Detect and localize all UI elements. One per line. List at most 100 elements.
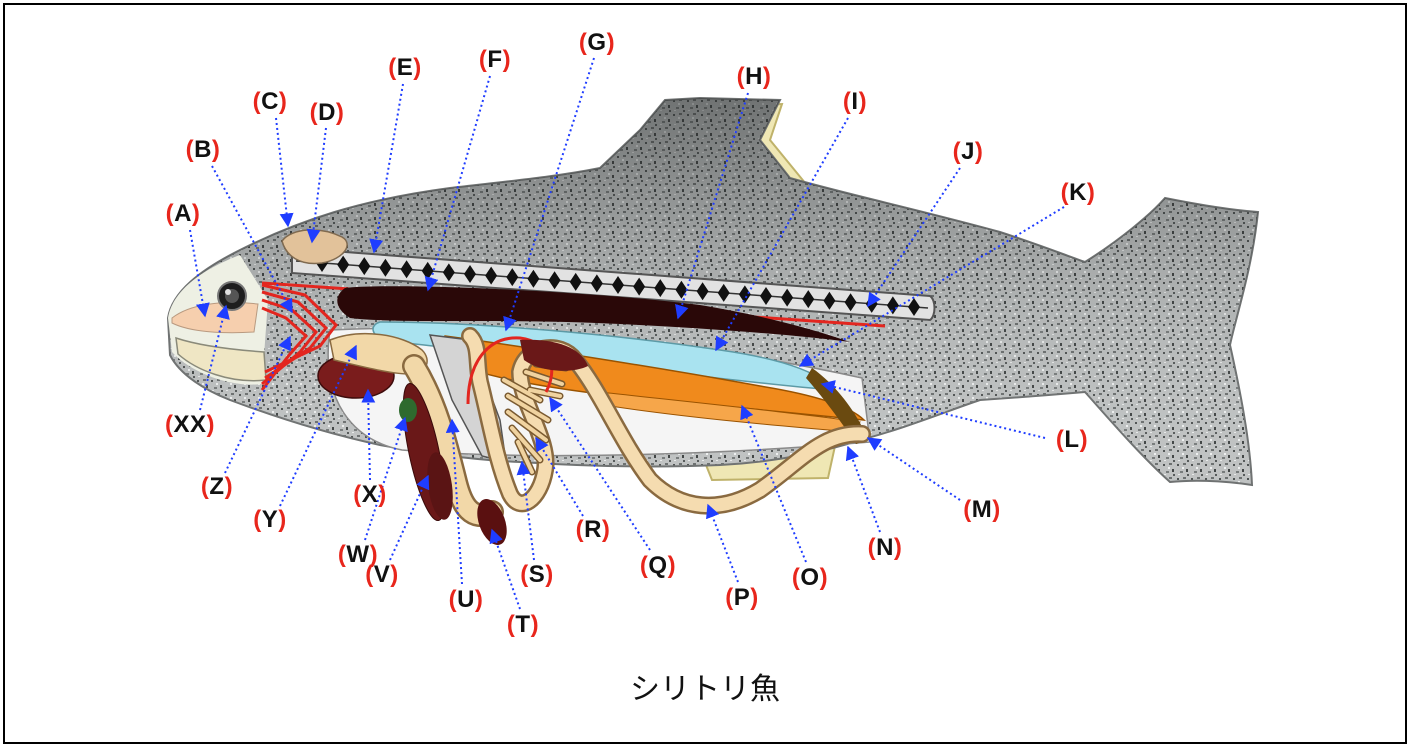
label-paren: ) xyxy=(975,138,984,165)
label-paren: ) xyxy=(607,29,616,56)
label-E: (E) xyxy=(388,54,422,82)
label-paren: ( xyxy=(507,611,516,638)
label-letter: I xyxy=(851,88,858,115)
label-paren: ( xyxy=(520,561,529,588)
label-paren: ) xyxy=(475,586,484,613)
label-letter: Z xyxy=(209,473,224,500)
label-S: (S) xyxy=(520,561,554,589)
label-paren: ( xyxy=(868,534,877,561)
arrow-N xyxy=(848,447,880,532)
label-paren: ( xyxy=(725,584,734,611)
label-paren: ) xyxy=(531,611,540,638)
label-paren: ( xyxy=(1056,426,1065,453)
label-paren: ( xyxy=(201,473,210,500)
label-letter: N xyxy=(876,534,894,561)
label-paren: ) xyxy=(1087,179,1096,206)
label-G: (G) xyxy=(579,29,615,57)
label-paren: ) xyxy=(192,200,201,227)
label-paren: ) xyxy=(668,552,677,579)
label-F: (F) xyxy=(479,46,511,74)
label-paren: ) xyxy=(378,481,387,508)
label-letter: O xyxy=(800,564,819,591)
label-H: (H) xyxy=(737,63,772,91)
label-L: (L) xyxy=(1056,426,1088,454)
label-U: (U) xyxy=(449,586,484,614)
label-paren: ( xyxy=(640,552,649,579)
label-paren: ) xyxy=(336,99,345,126)
label-X: (X) xyxy=(353,481,387,509)
label-letter: W xyxy=(346,541,369,568)
label-letter: C xyxy=(261,88,279,115)
label-paren: ( xyxy=(843,88,852,115)
label-letter: T xyxy=(515,611,530,638)
label-N: (N) xyxy=(868,534,903,562)
label-K: (K) xyxy=(1061,179,1096,207)
label-Q: (Q) xyxy=(640,552,676,580)
label-paren: ) xyxy=(212,136,221,163)
label-paren: ) xyxy=(278,506,287,533)
label-I: (I) xyxy=(843,88,867,116)
arrow-M xyxy=(868,438,960,500)
label-paren: ( xyxy=(353,481,362,508)
label-paren: ( xyxy=(253,88,262,115)
label-letter: L xyxy=(1064,426,1079,453)
label-Z: (Z) xyxy=(201,473,233,501)
label-letter: B xyxy=(194,136,212,163)
label-paren: ) xyxy=(225,473,234,500)
label-paren: ( xyxy=(963,496,972,523)
label-XX: (XX) xyxy=(165,411,215,439)
label-paren: ) xyxy=(1080,426,1089,453)
label-J: (J) xyxy=(953,138,984,166)
label-letter: A xyxy=(174,200,192,227)
arrow-T xyxy=(492,530,520,609)
label-paren: ) xyxy=(207,411,216,438)
label-paren: ) xyxy=(279,88,288,115)
label-M: (M) xyxy=(963,496,1001,524)
label-paren: ) xyxy=(763,63,772,90)
label-paren: ( xyxy=(579,29,588,56)
arrow-C xyxy=(276,118,288,226)
label-paren: ) xyxy=(390,561,399,588)
label-paren: ( xyxy=(186,136,195,163)
label-P: (P) xyxy=(725,584,759,612)
label-letter: F xyxy=(487,46,502,73)
label-letter: U xyxy=(457,586,475,613)
label-letter: H xyxy=(745,63,763,90)
label-letter: XX xyxy=(173,411,206,438)
label-B: (B) xyxy=(186,136,221,164)
label-letter: E xyxy=(397,54,414,81)
figure-caption: シリトリ魚 xyxy=(0,664,1410,708)
label-paren: ) xyxy=(413,54,422,81)
label-paren: ) xyxy=(370,541,379,568)
label-letter: Q xyxy=(648,552,667,579)
label-paren: ( xyxy=(1061,179,1070,206)
label-paren: ( xyxy=(338,541,347,568)
label-letter: X xyxy=(362,481,379,508)
label-letter: P xyxy=(734,584,751,611)
label-letter: K xyxy=(1069,179,1087,206)
label-R: (R) xyxy=(576,516,611,544)
label-paren: ) xyxy=(602,516,611,543)
label-paren: ( xyxy=(310,99,319,126)
label-C: (C) xyxy=(253,88,288,116)
label-letter: S xyxy=(529,561,546,588)
label-letter: M xyxy=(972,496,993,523)
label-paren: ) xyxy=(992,496,1001,523)
arrow-P xyxy=(708,505,738,582)
label-paren: ( xyxy=(576,516,585,543)
label-paren: ( xyxy=(449,586,458,613)
eye-highlight xyxy=(225,289,231,295)
label-paren: ) xyxy=(750,584,759,611)
label-paren: ) xyxy=(820,564,829,591)
label-T: (T) xyxy=(507,611,539,639)
label-paren: ( xyxy=(388,54,397,81)
label-paren: ( xyxy=(165,411,174,438)
label-paren: ( xyxy=(792,564,801,591)
label-paren: ) xyxy=(894,534,903,561)
label-Y: (Y) xyxy=(253,506,287,534)
label-letter: R xyxy=(584,516,602,543)
label-W: (W) xyxy=(338,541,378,569)
gallbladder xyxy=(399,398,417,422)
label-letter: D xyxy=(318,99,336,126)
